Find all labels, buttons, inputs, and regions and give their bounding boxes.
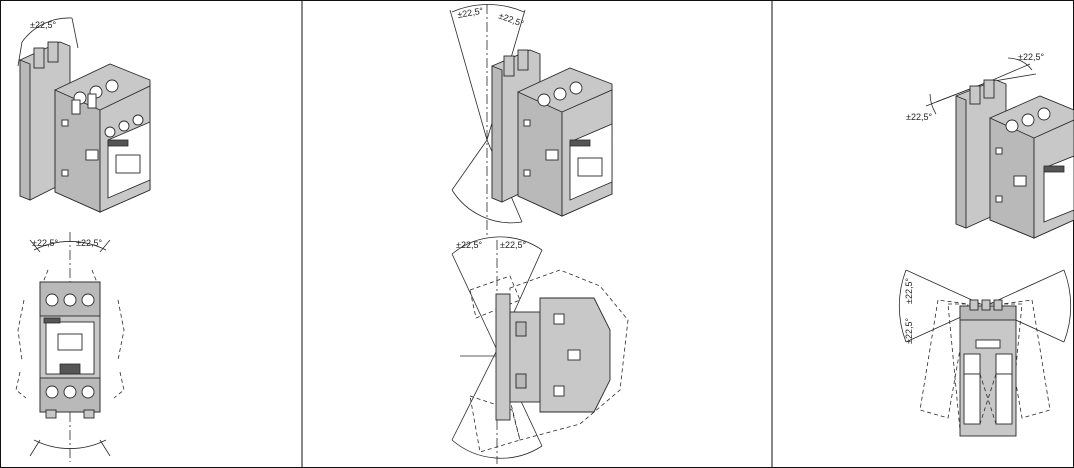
angle-line [71, 17, 79, 49]
angle-label-bottom: ±22,5° [904, 318, 914, 344]
angle-label-left: ±22,5° [457, 6, 485, 20]
angle-label-left: ±22,5° [456, 240, 482, 250]
contactor-isometric-1: ±22,5° [17, 17, 151, 213]
panel-tilted-mounting: ±22,5° ±22,5° ±22,5° [449, 4, 629, 464]
contactor-side-view-2: ±22,5° ±22,5° [451, 236, 629, 464]
contactor-rotated-view-3: ±22,5° ±22,5° [898, 269, 1072, 437]
angle-label-left: ±22,5° [32, 238, 58, 248]
angle-line [17, 41, 23, 67]
angle-label-right: ±22,5° [1018, 52, 1044, 62]
angle-label-right: ±22,5° [76, 238, 102, 248]
angle-label-right: ±22,5° [500, 240, 526, 250]
panel-horizontal-mounting: ±22,5° ±22,5° ±22,5° ±22,5° [898, 52, 1074, 437]
angle-arc [21, 17, 73, 43]
angle-label-top: ±22,5° [904, 278, 914, 304]
angle-label-right: ±22,5° [497, 10, 525, 28]
contactor-isometric-2: ±22,5° ±22,5° [449, 4, 613, 236]
angle-label-left: ±22,5° [906, 112, 932, 122]
contactor-front-view-1: ±22,5° ±22,5° [15, 232, 125, 462]
angle-label: ±22,5° [30, 20, 56, 30]
contactor-isometric-3: ±22,5° ±22,5° [906, 52, 1074, 239]
panel-vertical-mounting: ±22,5° [15, 17, 151, 462]
